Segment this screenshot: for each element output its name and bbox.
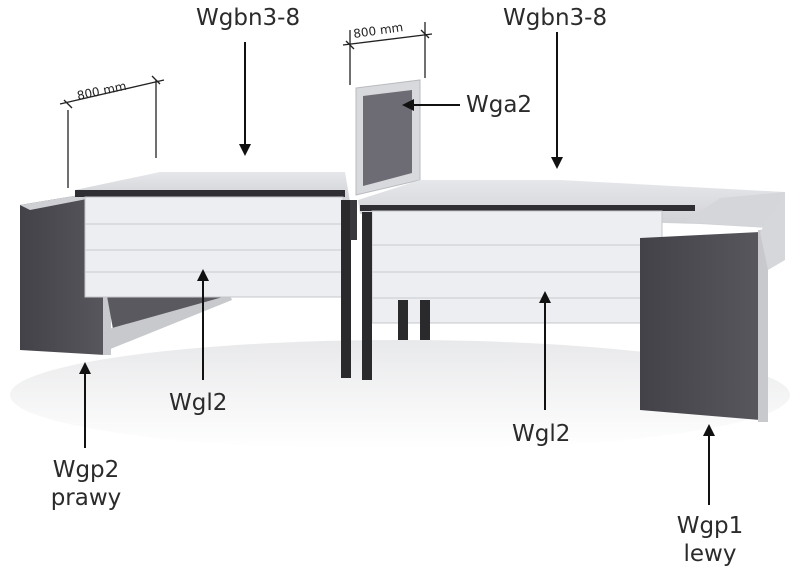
label-panel-right: Wgl2	[512, 421, 571, 447]
label-pedestal-left-line1: Wgp1	[676, 513, 744, 539]
label-pedestal-left-line2: lewy	[683, 541, 737, 567]
label-pedestal-right-line2: prawy	[50, 485, 122, 511]
label-panel-left: Wgl2	[169, 390, 228, 416]
dimension-left-label: 800 mm	[76, 79, 128, 103]
label-pedestal-left: Wgp1 lewy	[668, 512, 752, 568]
label-pedestal-right: Wgp2 prawy	[44, 456, 128, 512]
callout-arrows	[79, 32, 715, 505]
label-desk-top-right: Wgbn3-8	[503, 5, 608, 31]
dimension-left	[59, 75, 165, 188]
desk-right	[358, 180, 785, 380]
screen-unit	[355, 79, 421, 196]
dimension-screen-label: 800 mm	[352, 20, 404, 41]
label-desk-top-left: Wgbn3-8	[196, 5, 301, 31]
label-screen: Wga2	[466, 92, 533, 118]
dimension-screen	[342, 22, 433, 85]
desk-left	[75, 172, 357, 378]
floor-shadow	[10, 340, 790, 450]
pedestal-left-unit	[640, 192, 785, 422]
label-pedestal-right-line1: Wgp2	[52, 457, 120, 483]
